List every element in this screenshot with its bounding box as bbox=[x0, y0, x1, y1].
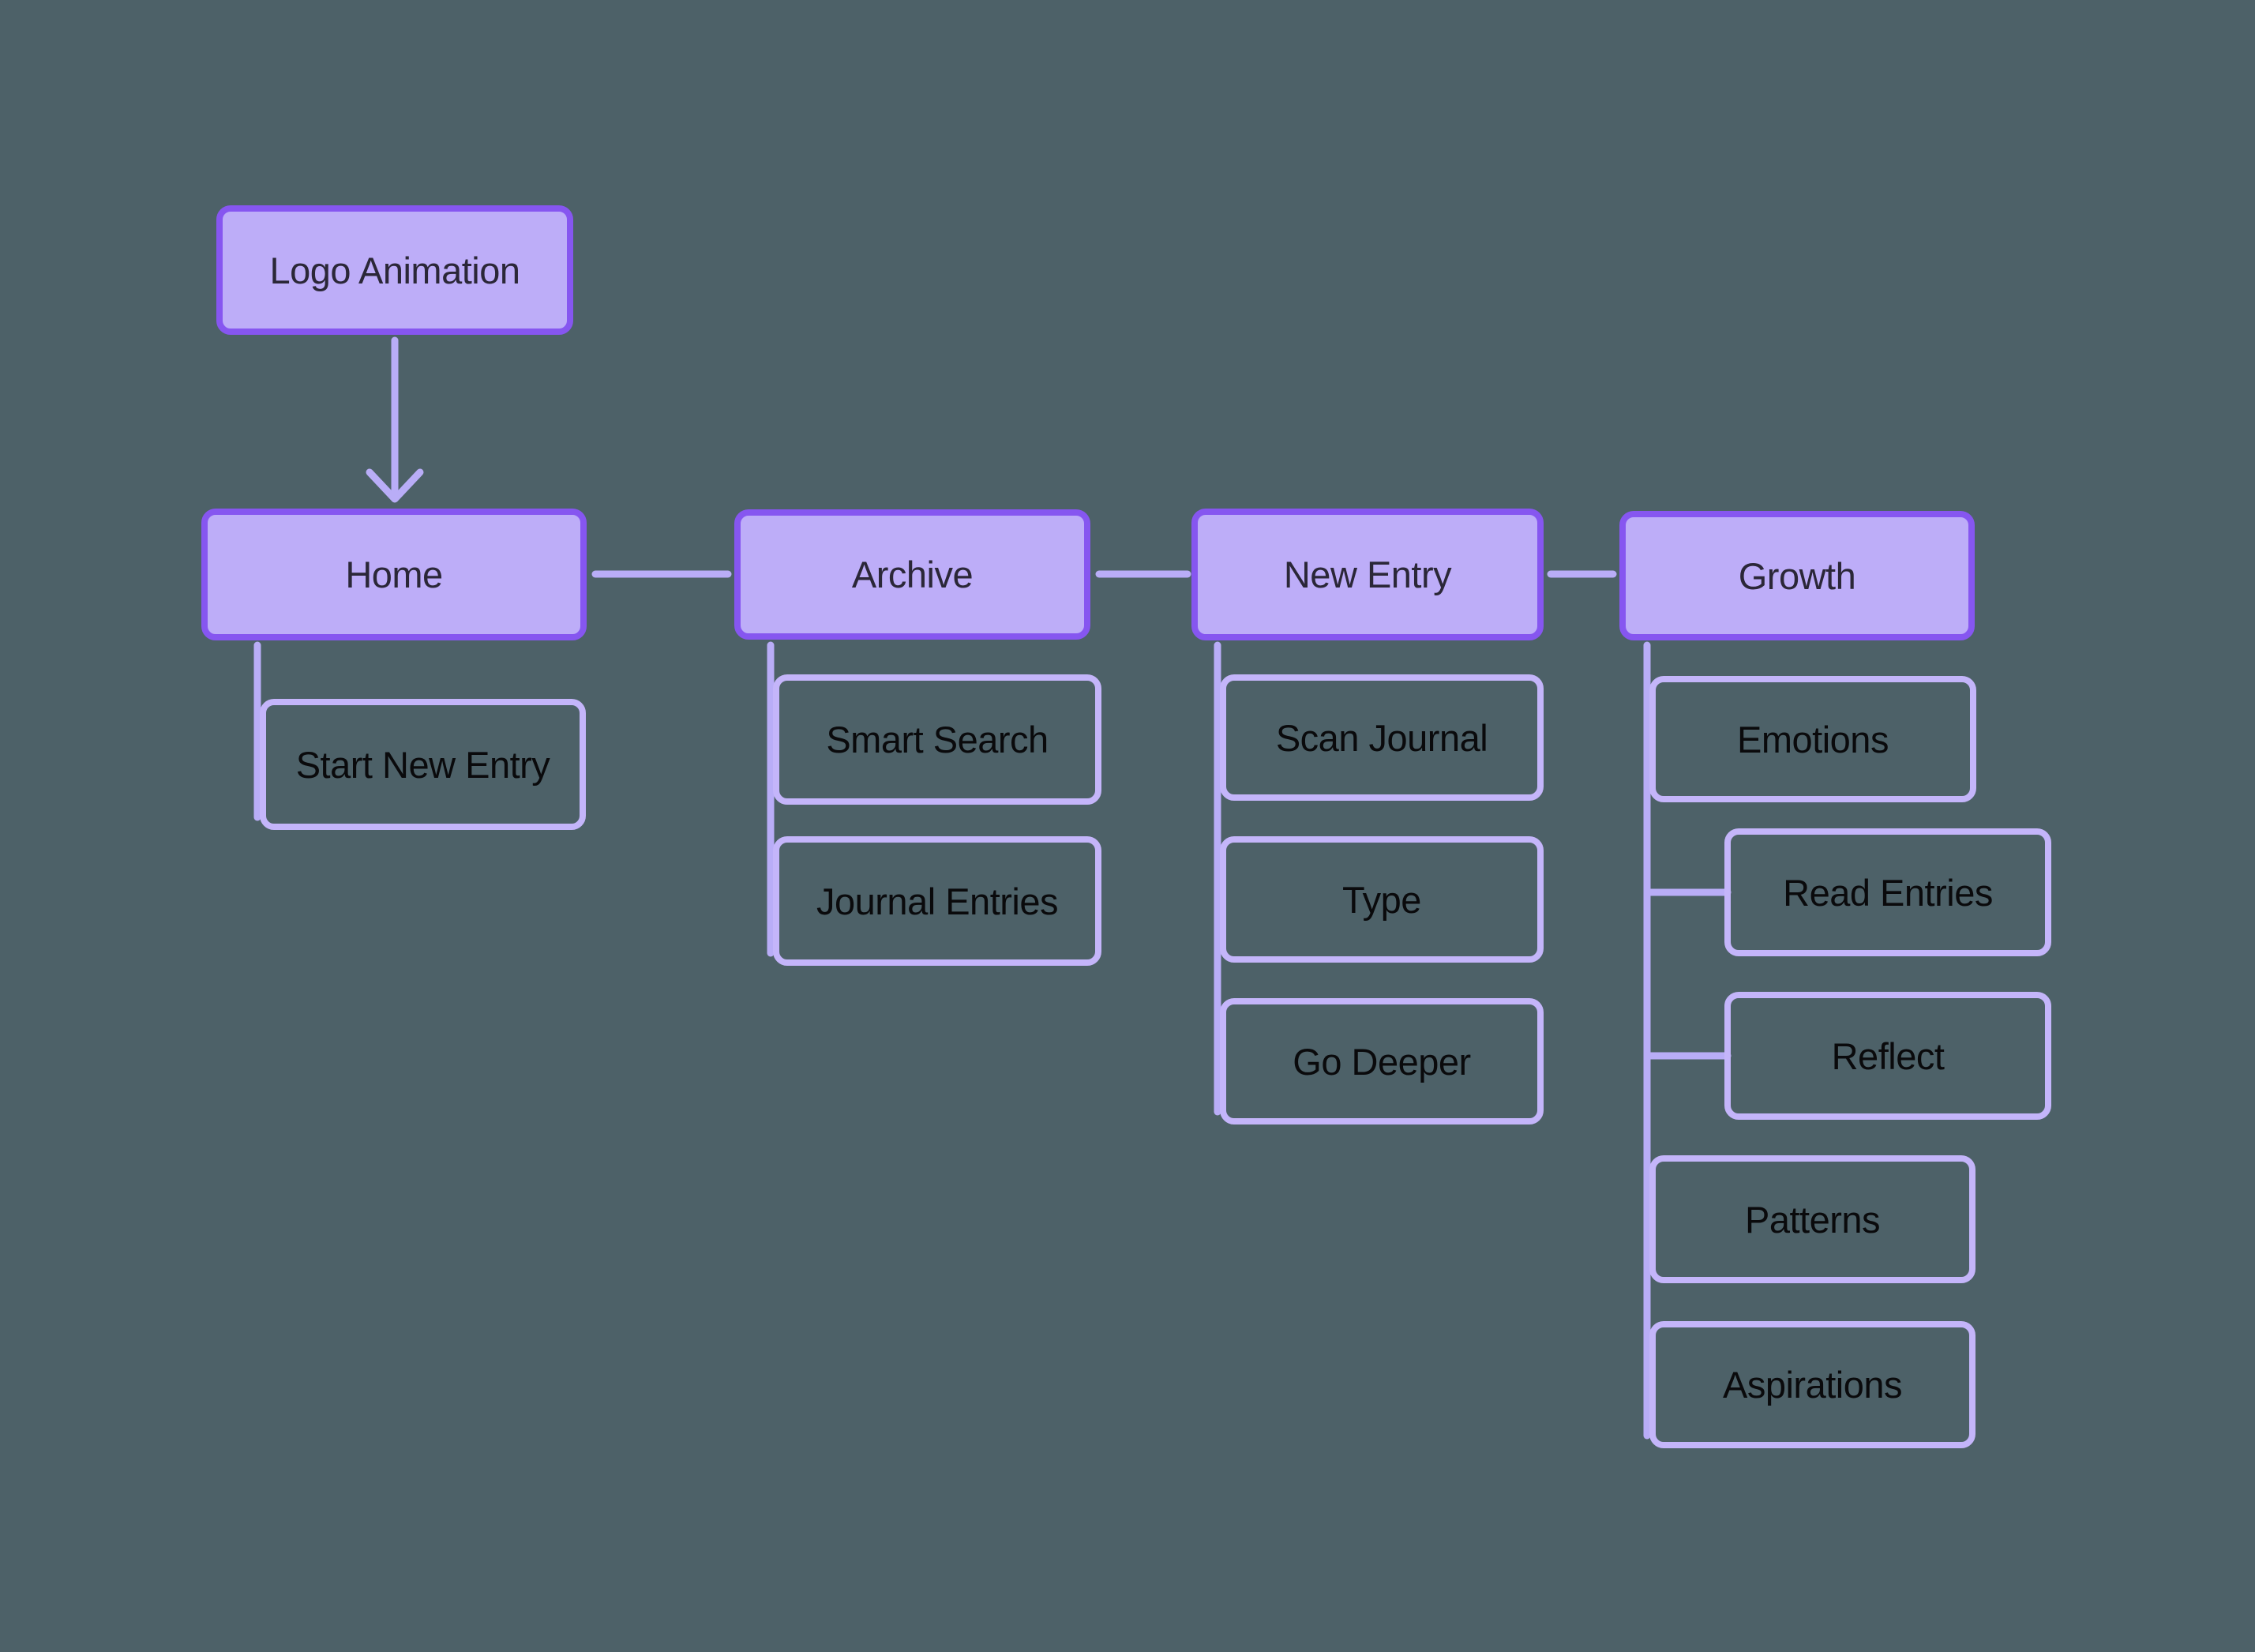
node-label-type: Type bbox=[1342, 878, 1421, 921]
node-label-read-entries: Read Entries bbox=[1783, 871, 1993, 914]
node-archive[interactable]: Archive bbox=[734, 509, 1090, 640]
node-label-patterns: Patterns bbox=[1744, 1198, 1881, 1241]
node-label-aspirations: Aspirations bbox=[1723, 1364, 1903, 1406]
node-label-archive: Archive bbox=[851, 554, 974, 595]
node-label-emotions: Emotions bbox=[1737, 718, 1889, 760]
node-label-start-new-entry: Start New Entry bbox=[295, 743, 550, 786]
node-read-entries[interactable]: Read Entries bbox=[1724, 828, 2051, 956]
node-label-journal-entries: Journal Entries bbox=[816, 880, 1059, 922]
node-label-logo-animation: Logo Animation bbox=[269, 249, 520, 291]
node-new-entry[interactable]: New Entry bbox=[1191, 509, 1544, 640]
node-smart-search[interactable]: Smart Search bbox=[773, 674, 1101, 805]
node-reflect[interactable]: Reflect bbox=[1724, 992, 2051, 1120]
node-emotions[interactable]: Emotions bbox=[1649, 676, 1976, 802]
node-patterns[interactable]: Patterns bbox=[1649, 1155, 1975, 1283]
node-label-growth: Growth bbox=[1738, 554, 1856, 597]
node-label-new-entry: New Entry bbox=[1283, 554, 1452, 595]
node-label-home: Home bbox=[345, 554, 443, 595]
node-home[interactable]: Home bbox=[201, 509, 587, 640]
arrowhead-down-icon bbox=[366, 468, 424, 503]
node-type[interactable]: Type bbox=[1220, 836, 1544, 963]
node-scan-journal[interactable]: Scan Journal bbox=[1220, 674, 1544, 801]
node-label-smart-search: Smart Search bbox=[826, 719, 1049, 760]
node-start-new-entry[interactable]: Start New Entry bbox=[260, 699, 586, 830]
node-label-go-deeper: Go Deeper bbox=[1293, 1040, 1471, 1083]
node-label-reflect: Reflect bbox=[1831, 1034, 1945, 1077]
node-journal-entries[interactable]: Journal Entries bbox=[773, 836, 1101, 966]
node-growth[interactable]: Growth bbox=[1619, 511, 1975, 640]
node-label-scan-journal: Scan Journal bbox=[1275, 716, 1488, 759]
node-aspirations[interactable]: Aspirations bbox=[1649, 1321, 1975, 1448]
node-go-deeper[interactable]: Go Deeper bbox=[1220, 998, 1544, 1124]
node-logo-animation[interactable]: Logo Animation bbox=[216, 205, 573, 335]
